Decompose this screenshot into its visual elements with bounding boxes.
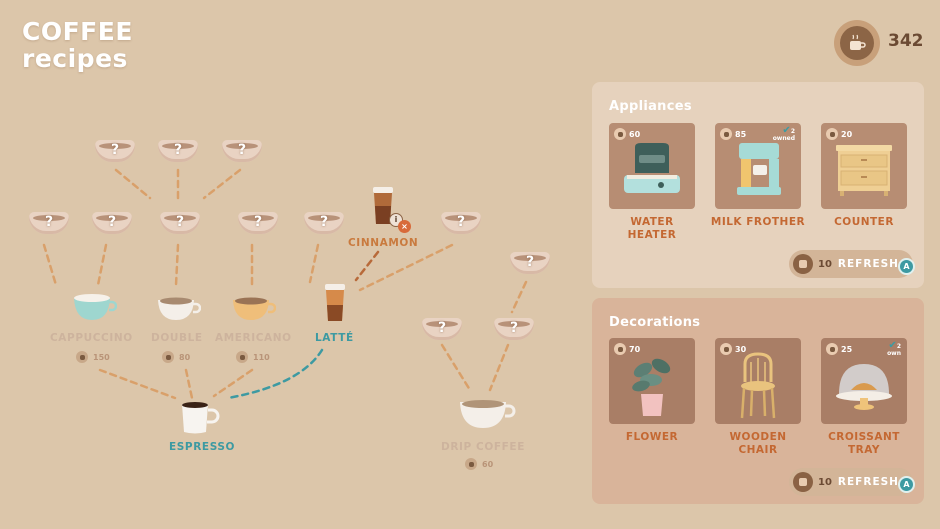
- item-price: 60: [614, 128, 640, 140]
- coin-icon: [465, 458, 477, 470]
- currency-amount: 342: [888, 31, 924, 51]
- flower-pot-icon: [632, 358, 671, 416]
- drip-coffee-label: DRIP COFFEE: [441, 441, 525, 453]
- close-icon[interactable]: ×: [398, 220, 411, 233]
- unknown-recipe-cup[interactable]: ?: [158, 140, 198, 164]
- shop-item-wooden-chair[interactable]: 30: [715, 338, 801, 424]
- unknown-recipe-cup[interactable]: ?: [304, 212, 344, 236]
- coin-icon: [720, 128, 732, 140]
- shop-item-flower[interactable]: 70: [609, 338, 695, 424]
- page-title: COFFEE recipes: [22, 18, 133, 72]
- item-price: 70: [614, 343, 640, 355]
- unknown-recipe-cup[interactable]: ?: [95, 140, 135, 164]
- wooden-chair-icon: [740, 352, 776, 419]
- unknown-recipe-cup[interactable]: ?: [422, 318, 462, 342]
- cappuccino-price: 150: [76, 351, 110, 363]
- coin-icon: [614, 343, 626, 355]
- check-icon: ✔: [782, 125, 791, 136]
- unknown-recipe-cup[interactable]: ?: [160, 212, 200, 236]
- item-name: FLOWER: [625, 431, 679, 443]
- croissant-tray-icon: [836, 364, 892, 410]
- coin-icon: [76, 351, 88, 363]
- americano-price: 110: [236, 351, 270, 363]
- unknown-recipe-cup[interactable]: ?: [222, 140, 262, 164]
- decorations-title: Decorations: [609, 315, 701, 330]
- item-price: 85: [720, 128, 746, 140]
- coffee-coin-icon: [834, 20, 880, 66]
- shop-item-water-heater[interactable]: 60: [609, 123, 695, 209]
- appliances-title: Appliances: [609, 99, 692, 114]
- coin-icon: [614, 128, 626, 140]
- double-cup-icon[interactable]: [155, 294, 201, 322]
- double-label: DOUBLE: [151, 332, 203, 344]
- item-price: 30: [720, 343, 746, 355]
- drip-coffee-cup-icon[interactable]: [457, 396, 517, 430]
- title-line-2: recipes: [22, 44, 128, 73]
- a-key-hint: A: [898, 258, 915, 275]
- coin-icon: [826, 128, 838, 140]
- latte-glass-icon[interactable]: [322, 283, 350, 325]
- a-key-hint: A: [898, 476, 915, 493]
- cinnamon-label: CINNAMON: [348, 237, 419, 249]
- unknown-recipe-cup[interactable]: ?: [441, 212, 481, 236]
- recipe-tree-connections: [42, 168, 528, 400]
- drip-coffee-price: 60: [465, 458, 493, 470]
- coin-icon: [793, 254, 813, 274]
- item-name: COUNTER: [834, 216, 894, 228]
- unknown-recipe-cup[interactable]: ?: [92, 212, 132, 236]
- item-price: 25: [826, 343, 852, 355]
- americano-cup-icon[interactable]: [230, 294, 276, 322]
- unknown-recipe-cup[interactable]: ?: [238, 212, 278, 236]
- double-price: 80: [162, 351, 190, 363]
- decorations-refresh-button[interactable]: 10 REFRESH A: [789, 468, 915, 496]
- coin-icon: [236, 351, 248, 363]
- americano-label: AMERICANO: [215, 332, 292, 344]
- espresso-mug-icon[interactable]: [178, 398, 220, 436]
- milk-frother-icon: [737, 143, 781, 195]
- unknown-recipe-cup[interactable]: ?: [29, 212, 69, 236]
- cappuccino-label: CAPPUCCINO: [50, 332, 133, 344]
- coin-icon: [162, 351, 174, 363]
- cappuccino-cup-icon[interactable]: [71, 292, 117, 322]
- item-name: MILK FROTHER: [710, 216, 806, 228]
- title-line-1: COFFEE: [22, 17, 133, 46]
- water-heater-icon: [624, 143, 680, 193]
- shop-item-counter[interactable]: 20: [821, 123, 907, 209]
- espresso-label: ESPRESSO: [169, 441, 236, 453]
- item-price: 20: [826, 128, 852, 140]
- unknown-recipe-cup[interactable]: ?: [510, 252, 550, 276]
- cinnamon-latte-icon[interactable]: [370, 186, 398, 228]
- latte-label: LATTÉ: [315, 332, 354, 344]
- coin-icon: [720, 343, 732, 355]
- check-icon: ✔: [888, 340, 897, 351]
- appliances-refresh-button[interactable]: 10 REFRESH A: [789, 250, 915, 278]
- coin-icon: [793, 472, 813, 492]
- unknown-recipe-cup[interactable]: ?: [494, 318, 534, 342]
- counter-icon: [836, 145, 892, 196]
- coin-icon: [826, 343, 838, 355]
